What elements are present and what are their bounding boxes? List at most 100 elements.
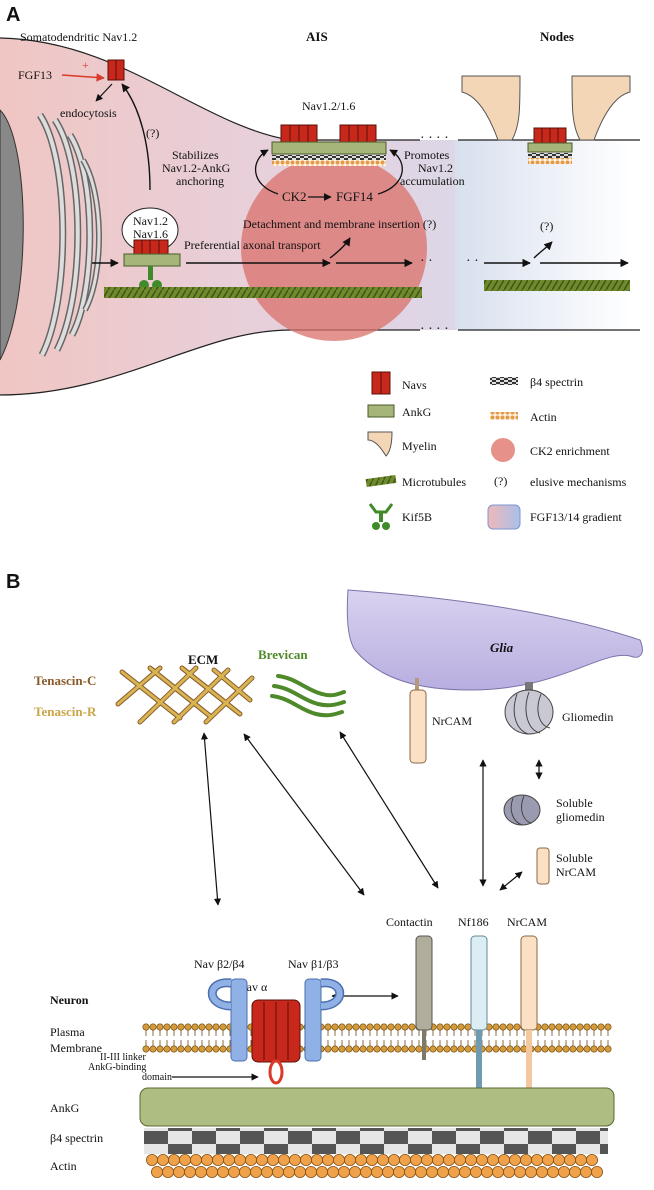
nav-beta24	[207, 978, 248, 1062]
legend-elusive: elusive mechanisms	[530, 475, 627, 489]
legend: Navs AnkG Myelin Microtubules Kif5B β4 s…	[365, 371, 627, 530]
contactin-protein	[415, 935, 433, 1060]
nav-b24-label: Nav β2/β4	[194, 957, 245, 971]
fgf14-label: FGF14	[336, 189, 373, 204]
bubble-line2: Nav1.6	[133, 227, 168, 241]
contactin-label: Contactin	[386, 915, 433, 929]
nav-alpha-channel	[251, 999, 301, 1085]
tenascin-lattice	[115, 665, 255, 725]
panel-a-label: A	[6, 4, 20, 26]
panel-b-label: B	[6, 571, 20, 593]
linker-label-2: AnkG-binding	[88, 1062, 146, 1073]
vesicle-ankg	[123, 253, 181, 267]
soma-outline	[0, 37, 291, 396]
node-spectrin	[528, 153, 572, 158]
brevican-label: Brevican	[258, 647, 308, 662]
linker-label-1: II-III linker	[100, 1052, 146, 1063]
legend-kif5b: Kif5B	[402, 510, 432, 524]
ecm-label: ECM	[188, 652, 218, 667]
plasma-label-2: Membrane	[50, 1041, 102, 1055]
kif5b-icon	[368, 503, 394, 530]
nf186-label: Nf186	[458, 915, 489, 929]
myelin-right	[571, 75, 631, 141]
legend-ck2: CK2 enrichment	[530, 444, 610, 458]
interaction-arrows	[200, 731, 543, 1000]
endocytosis-label: endocytosis	[60, 106, 117, 120]
node-region	[455, 140, 630, 330]
legend-myelin: Myelin	[402, 439, 437, 453]
b4spectrin-label: β4 spectrin	[50, 1131, 103, 1145]
ais-spectrin	[272, 155, 386, 160]
question-2: (?)	[540, 219, 553, 233]
svg-text:· ·: · ·	[420, 322, 433, 337]
plasma-membrane	[142, 1023, 612, 1053]
legend-gradient: FGF13/14 gradient	[530, 510, 622, 524]
ankg-icon	[367, 404, 395, 418]
ais-ankg	[271, 141, 387, 155]
transport-label: Preferential axonal transport	[184, 238, 321, 252]
myelin-left	[461, 75, 521, 141]
soluble-nrcam-icon	[536, 847, 550, 885]
b4-spectrin-bar	[144, 1128, 608, 1154]
navs-icon	[371, 371, 391, 395]
vesicle-nav-channels	[133, 239, 169, 255]
soluble-gliomedin-2: gliomedin	[556, 810, 605, 824]
neuron-label: Neuron	[50, 993, 89, 1007]
soma-nav-channel	[107, 59, 125, 81]
nrcam-label: NrCAM	[507, 915, 547, 929]
question-1: (?)	[146, 126, 159, 140]
soluble-nrcam-1: Soluble	[556, 851, 593, 865]
fgf13-label: FGF13	[18, 68, 52, 82]
ais-actin	[272, 160, 386, 166]
golgi-apparatus	[0, 109, 102, 361]
stab-line2: Nav1.2-AnkG	[162, 161, 231, 175]
tenascin-r-label: Tenascin-R	[34, 704, 97, 719]
prom-line2: Nav1.2	[418, 161, 453, 175]
glia-cell	[346, 589, 643, 691]
heading-ais: AIS	[306, 29, 328, 44]
bubble-line1: Nav1.2	[133, 214, 168, 228]
legend-spectrin: β4 spectrin	[530, 375, 583, 389]
prom-line3: accumulation	[400, 174, 465, 188]
actin-label: Actin	[50, 1159, 77, 1173]
panel-a: A · · · · · · · · Soma	[0, 4, 640, 530]
ais-nav-channels	[280, 124, 377, 143]
ck2-icon	[491, 438, 515, 462]
brevican-strands	[270, 674, 346, 718]
gliomedin-icon	[504, 682, 554, 735]
actin-bar	[145, 1154, 604, 1179]
glia-nrcam-label: NrCAM	[432, 714, 472, 728]
node-ankg	[527, 142, 573, 153]
nav1216-label: Nav1.2/1.6	[302, 99, 355, 113]
svg-text:· ·: · ·	[420, 131, 433, 146]
prom-line1: Promotes	[404, 148, 450, 162]
legend-ankg: AnkG	[402, 405, 432, 419]
heading-soma: Somatodendritic Nav1.2	[20, 30, 137, 44]
ankg-bar	[139, 1087, 615, 1127]
question-icon: (?)	[494, 474, 507, 488]
soluble-gliomedin-1: Soluble	[556, 796, 593, 810]
actin-icon	[490, 412, 518, 420]
nrcam-protein	[520, 935, 538, 1088]
linker-label-3: domain	[142, 1072, 172, 1083]
panel-b: B Glia NrCAM Gliomedin ECM Tenascin-C Te…	[6, 571, 643, 1179]
plus-sign: +	[82, 58, 89, 72]
tenascin-c-label: Tenascin-C	[34, 673, 96, 688]
microtubules-icon	[365, 474, 397, 488]
microtubule-node	[484, 280, 630, 291]
gliomedin-label: Gliomedin	[562, 710, 613, 724]
svg-text:· ·: · ·	[466, 254, 479, 269]
stab-line3: anchoring	[176, 174, 224, 188]
svg-text:· ·: · ·	[436, 322, 449, 337]
glia-label: Glia	[490, 640, 514, 655]
node-actin	[528, 158, 572, 164]
legend-microtubules: Microtubules	[402, 475, 466, 489]
spectrin-icon	[490, 377, 518, 385]
legend-actin: Actin	[530, 410, 557, 424]
nav-b13-label: Nav β1/β3	[288, 957, 339, 971]
node-nav-channels	[533, 127, 567, 144]
gradient-icon	[487, 504, 521, 530]
svg-text:· ·: · ·	[436, 131, 449, 146]
legend-navs: Navs	[402, 378, 427, 392]
